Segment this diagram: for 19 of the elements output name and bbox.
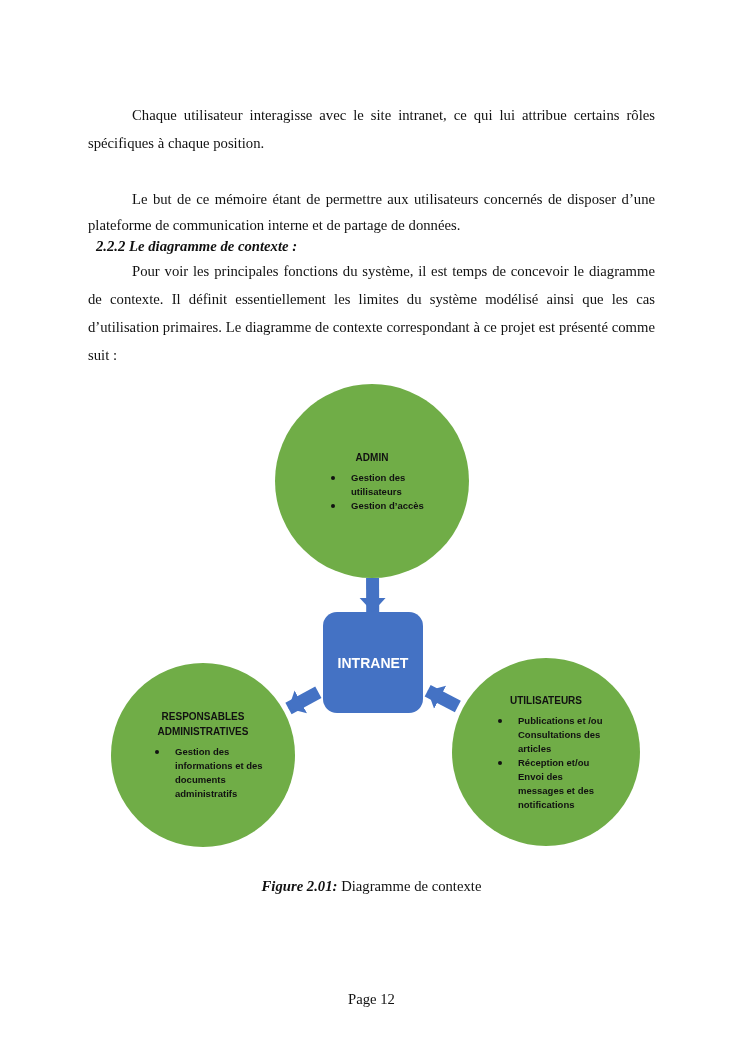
paragraph: Le but de ce mémoire étant de permettre aux utilisateurs concernés de disposer d’une plateforme de communication interne et de partage de données. (88, 190, 655, 235)
block-arrow (285, 686, 322, 715)
node-title: INTRANET (337, 654, 409, 671)
node-title: UTILISATEURS (508, 693, 583, 708)
bullet-item: Publications et /ou Consultations des articles (518, 714, 603, 754)
figure-caption: Figure 2.01: Diagramme de contexte (260, 877, 483, 896)
system-box (323, 612, 423, 713)
paragraph: Chaque utilisateur interagisse avec le site intranet, ce qui lui attribue certains rôles spécifiques à chaque position. (88, 106, 655, 153)
node-title: RESPONSABLES ADMINISTRATIVES (156, 710, 250, 739)
page-number: Page 12 (347, 990, 396, 1009)
section-heading: 2.2.2 Le diagramme de contexte : (95, 237, 299, 255)
block-arrow (424, 685, 461, 713)
bullet-item: Réception et/ou Envoi des messages et des notifications (518, 756, 595, 810)
bullet-item: Gestion d’accès (351, 499, 424, 511)
bullet-item: Gestion des utilisateurs (351, 471, 406, 497)
node-title: ADMIN (354, 450, 390, 465)
block-arrow (359, 577, 386, 613)
paragraph: Pour voir les principales fonctions du système, il est temps de concevoir le diagramme de contexte. Il définit essentiellement les limites du système modélisé ainsi que les cas d’utilisation primaires. Le diagramme de contexte correspondant à ce projet est présenté comme suit : (88, 262, 655, 365)
bullet-item: Gestion des informations et des documents administratifs (175, 746, 263, 799)
